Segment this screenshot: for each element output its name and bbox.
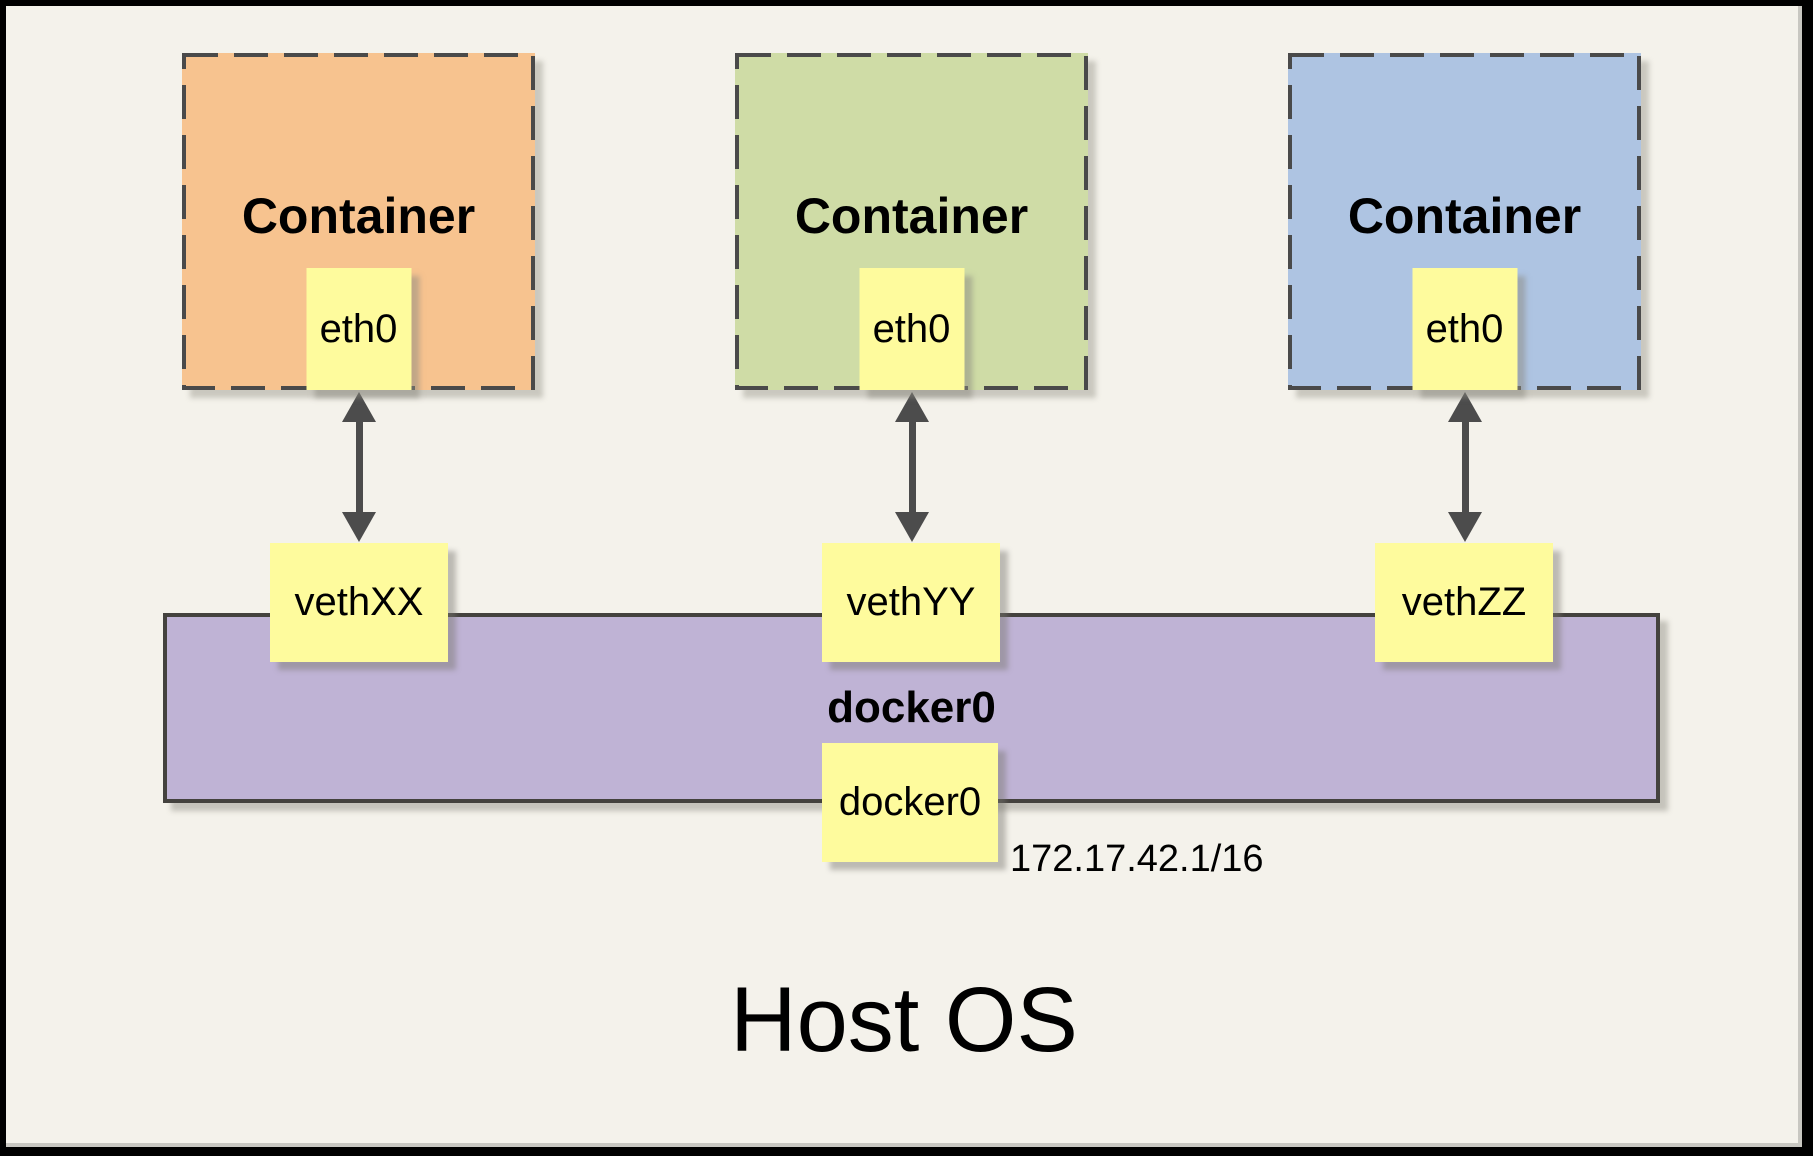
- arrow-eth0-vethYY-icon: [895, 392, 929, 542]
- arrow-shaft: [355, 420, 363, 514]
- vethYY-label: vethYY: [846, 580, 976, 624]
- arrow-head-up-icon: [895, 392, 929, 422]
- container-1-label: Container: [241, 187, 476, 244]
- container-2-eth0-label: eth0: [872, 306, 951, 351]
- arrow-eth0-vethZZ-icon: [1448, 392, 1482, 542]
- container-2-label: Container: [794, 187, 1029, 244]
- arrow-head-down-icon: [342, 512, 376, 542]
- container-box-3: Container eth0: [1288, 53, 1641, 390]
- docker0-bridge-label: docker0: [827, 683, 996, 732]
- container-3-eth0-box: eth0: [1412, 268, 1517, 390]
- container-box-2: Container eth0: [735, 53, 1088, 390]
- vethZZ-label: vethZZ: [1401, 580, 1527, 624]
- container-1-eth0-box: eth0: [306, 268, 411, 390]
- docker0-interface-box: docker0: [822, 743, 998, 862]
- container-3-eth0-label: eth0: [1425, 306, 1504, 351]
- arrow-shaft: [1461, 420, 1469, 514]
- arrow-head-down-icon: [895, 512, 929, 542]
- docker0-interface-label: docker0: [838, 780, 982, 824]
- vethZZ-box: vethZZ: [1375, 543, 1553, 662]
- bridge-ip-label: 172.17.42.1/16: [1010, 838, 1264, 880]
- arrow-head-down-icon: [1448, 512, 1482, 542]
- vethYY-box: vethYY: [822, 543, 1000, 662]
- arrow-head-up-icon: [1448, 392, 1482, 422]
- vethXX-label: vethXX: [294, 580, 424, 624]
- arrow-head-up-icon: [342, 392, 376, 422]
- container-2-eth0-box: eth0: [859, 268, 964, 390]
- container-3-label: Container: [1347, 187, 1582, 244]
- host-os-label: Host OS: [730, 969, 1078, 1071]
- container-box-1: Container eth0: [182, 53, 535, 390]
- arrow-shaft: [908, 420, 916, 514]
- vethXX-box: vethXX: [270, 543, 448, 662]
- arrow-eth0-vethXX-icon: [342, 392, 376, 542]
- container-1-eth0-label: eth0: [319, 306, 398, 351]
